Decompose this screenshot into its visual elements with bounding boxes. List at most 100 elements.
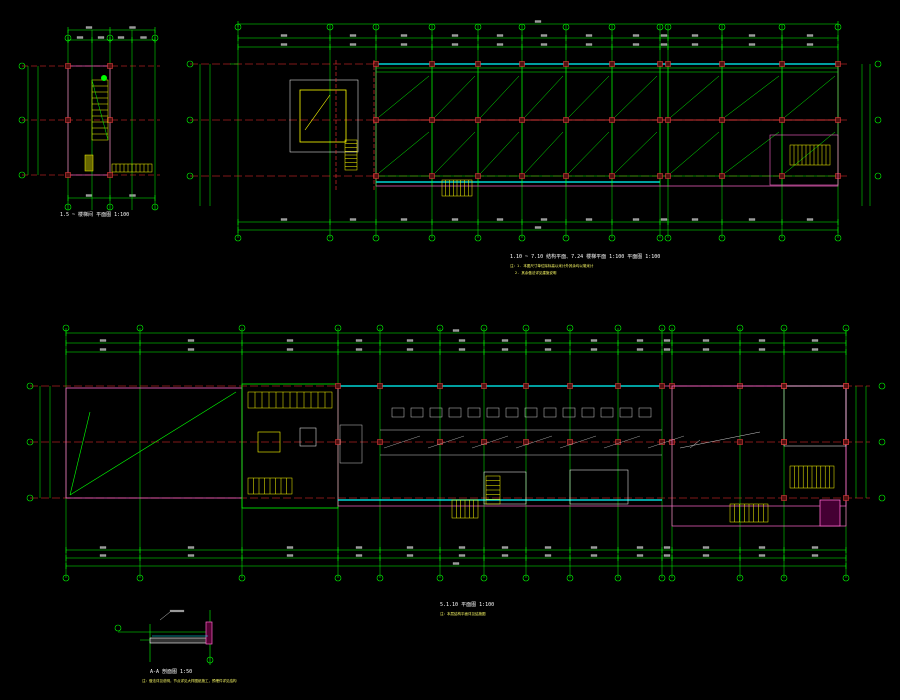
main-axis-bubble-top <box>376 324 384 332</box>
main-axis-bubble-top <box>566 324 574 332</box>
main-column-right <box>781 495 787 501</box>
dim-text-mark <box>758 348 766 351</box>
main-plan-note-1: 注：本层结构平面详见结施图 <box>440 612 486 616</box>
main-axis-bubble-right <box>878 438 886 446</box>
dim-text-mark <box>129 26 136 29</box>
dim-text-mark <box>355 554 363 557</box>
main-column <box>437 439 443 445</box>
dim-text-mark <box>286 554 294 557</box>
section-bubble-left <box>114 624 122 632</box>
top-column <box>563 117 569 123</box>
dim-text-mark <box>496 218 504 221</box>
top-column <box>719 173 725 179</box>
dim-text-mark <box>636 348 644 351</box>
dim-text-mark <box>349 34 357 37</box>
dim-text-mark <box>406 348 414 351</box>
dim-text-mark <box>590 339 598 342</box>
dim-text-mark <box>355 348 363 351</box>
main-column <box>377 439 383 445</box>
top-axis-bubble-bottom <box>372 234 380 242</box>
main-axis-bubble-top <box>842 324 850 332</box>
top-column <box>373 61 379 67</box>
top-plan-note-1: 注：1. 本图尺寸单位除标高以米计外其余均以毫米计 <box>510 264 594 268</box>
top-axis-bubble-top <box>326 23 334 31</box>
top-column <box>719 117 725 123</box>
top-stair-inner <box>299 89 347 143</box>
top-axis-bubble-bottom <box>428 234 436 242</box>
section-parapet <box>205 621 213 645</box>
main-column-right <box>843 439 849 445</box>
main-column <box>481 383 487 389</box>
top-column <box>609 173 615 179</box>
main-room-diagonal <box>383 435 421 449</box>
dim-text-mark <box>355 339 363 342</box>
top-column <box>835 117 841 123</box>
small-column <box>65 172 71 178</box>
main-room-diagonal <box>427 435 465 449</box>
dim-text-mark <box>406 546 414 549</box>
top-axis-bubble-top <box>234 23 242 31</box>
main-column <box>523 383 529 389</box>
small-stair-arrow <box>91 79 109 141</box>
small-axis-bubble-left <box>18 116 26 124</box>
top-column <box>779 61 785 67</box>
top-column <box>665 61 671 67</box>
small-stair-plan <box>18 26 160 211</box>
dim-text-mark <box>660 43 668 46</box>
main-stair-lower <box>485 475 501 505</box>
dim-text-mark <box>501 348 509 351</box>
main-column <box>615 439 621 445</box>
dim-text-mark <box>811 339 819 342</box>
dim-text-mark <box>544 546 552 549</box>
main-column-right <box>843 383 849 389</box>
dim-text-mark <box>97 36 105 39</box>
main-axis-bubble-bottom <box>614 574 622 582</box>
top-axis-bubble-top <box>372 23 380 31</box>
main-stair-mid <box>257 431 281 453</box>
main-axis-bubble-bottom <box>62 574 70 582</box>
top-slab-diagonal <box>614 75 658 118</box>
dim-text-mark <box>129 194 136 197</box>
main-stair-right-2 <box>729 503 769 523</box>
small-marker-dot <box>101 75 107 81</box>
section-text-mark <box>169 609 185 613</box>
small-column <box>65 63 71 69</box>
dim-text-mark <box>811 348 819 351</box>
top-column <box>609 117 615 123</box>
main-stair-right <box>789 465 835 489</box>
dim-text-mark <box>349 218 357 221</box>
main-column-right <box>781 439 787 445</box>
main-column <box>377 383 383 389</box>
section-title: A-A 剖面图 1:50 <box>150 669 193 675</box>
main-column <box>659 383 665 389</box>
dim-text-mark <box>406 554 414 557</box>
small-stair-2 <box>111 163 153 173</box>
main-stair-top <box>247 391 333 409</box>
dim-text-mark <box>702 546 710 549</box>
main-axis-bubble-top <box>668 324 676 332</box>
small-column <box>107 117 113 123</box>
main-axis-bubble-bottom <box>668 574 676 582</box>
dim-text-mark <box>811 546 819 549</box>
main-room-box <box>467 407 481 418</box>
top-axis-bubble-left <box>186 60 194 68</box>
main-stair-bottom <box>247 477 293 495</box>
main-room-box <box>429 407 443 418</box>
top-slab-diagonal <box>784 75 836 118</box>
main-lift <box>299 427 317 447</box>
main-room-box <box>486 407 500 418</box>
dim-text-mark <box>636 554 644 557</box>
top-slab-diagonal <box>524 75 564 118</box>
main-axis-bubble-top <box>614 324 622 332</box>
dim-text-mark <box>117 36 125 39</box>
main-axis-bubble-bottom <box>842 574 850 582</box>
top-slab-diagonal <box>614 131 658 174</box>
top-column <box>657 117 663 123</box>
top-axis-bubble-top <box>428 23 436 31</box>
dim-text-mark <box>400 34 408 37</box>
top-column <box>519 117 525 123</box>
top-stair-room <box>769 134 839 186</box>
small-axis-bubble-bottom <box>106 203 114 211</box>
top-axis-bubble-top <box>656 23 664 31</box>
